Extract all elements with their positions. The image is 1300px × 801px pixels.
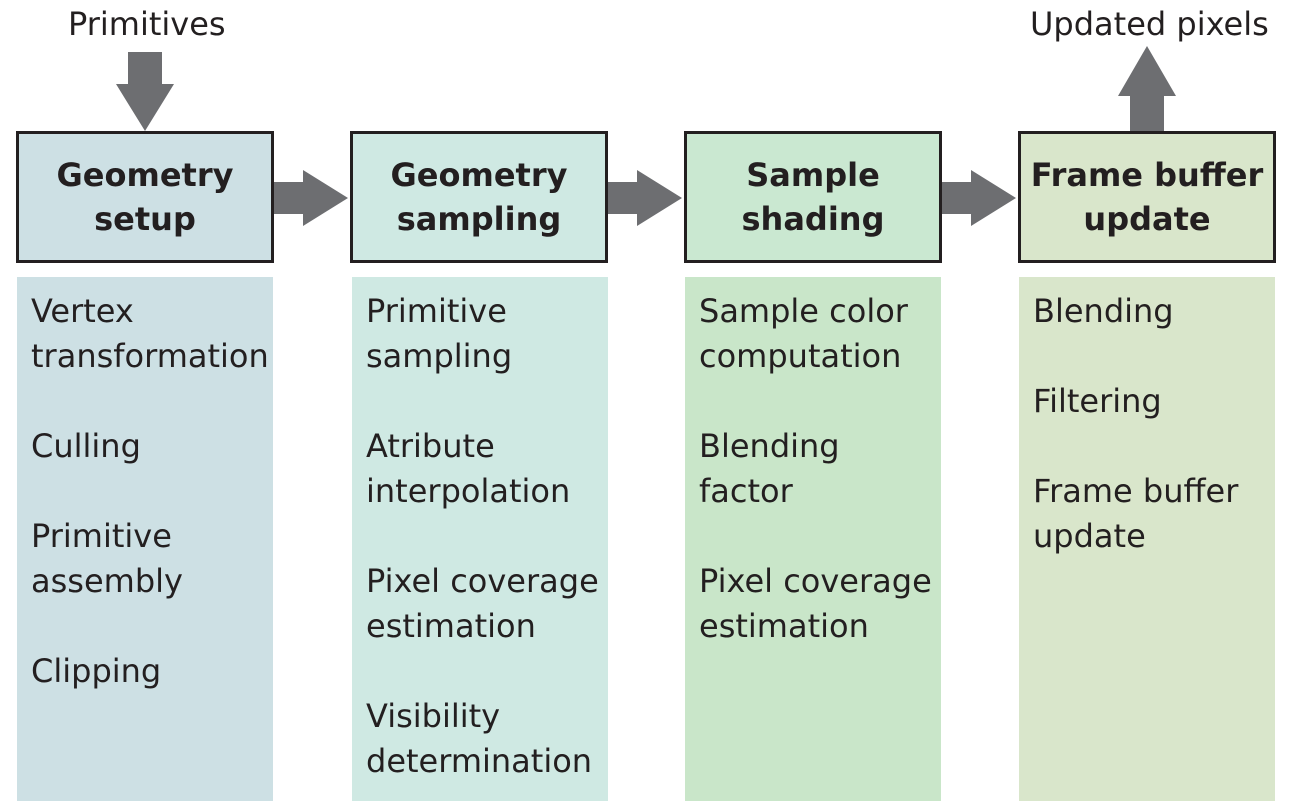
task-text: determination: [366, 742, 593, 780]
task-item: Atribute interpolation: [366, 424, 604, 514]
task-text: Atribute: [366, 427, 495, 465]
flow-arrow-3: [941, 170, 1016, 226]
task-text: Blending: [1033, 292, 1174, 330]
task-text: update: [1033, 517, 1146, 555]
task-text: Sample color: [699, 292, 908, 330]
stage-title-line: update: [1083, 200, 1211, 238]
task-text: Visibility: [366, 697, 501, 735]
stage-title-line: sampling: [396, 200, 562, 238]
task-text: Culling: [31, 427, 141, 465]
task-item: Blending: [1033, 289, 1271, 334]
task-text: Frame buffer: [1033, 472, 1239, 510]
task-text: Blending: [699, 427, 840, 465]
task-text: estimation: [366, 607, 536, 645]
task-item: Visibility determination: [366, 694, 604, 784]
task-text: Vertex: [31, 292, 134, 330]
task-text: interpolation: [366, 472, 571, 510]
stage-box: Sample shading: [684, 131, 942, 263]
task-item: Filtering: [1033, 379, 1271, 424]
task-panel: Primitive sampling Atribute interpolatio…: [352, 277, 608, 801]
task-item: Blending factor: [699, 424, 937, 514]
task-text: computation: [699, 337, 902, 375]
task-item: Pixel coverage estimation: [699, 559, 937, 649]
task-text: Pixel coverage: [366, 562, 599, 600]
stage-box: Frame buffer update: [1018, 131, 1276, 263]
task-text: sampling: [366, 337, 513, 375]
task-item: Frame buffer update: [1033, 469, 1271, 559]
task-item: Clipping: [31, 649, 269, 694]
task-text: estimation: [699, 607, 869, 645]
task-text: transformation: [31, 337, 269, 375]
stage-box: Geometry sampling: [350, 131, 608, 263]
task-panel: Sample color computation Blending factor…: [685, 277, 941, 801]
output-label: Updated pixels: [1030, 5, 1269, 43]
task-item: Primitive assembly: [31, 514, 269, 604]
stage-title-line: shading: [741, 200, 885, 238]
input-arrow: [116, 52, 174, 131]
task-text: Filtering: [1033, 382, 1162, 420]
task-text: assembly: [31, 562, 183, 600]
stage-title-line: Geometry: [56, 156, 234, 194]
stage-title-line: Sample: [746, 156, 880, 194]
task-item: Vertex transformation: [31, 289, 269, 379]
flow-arrow-1: [273, 170, 348, 226]
task-item: Culling: [31, 424, 269, 469]
task-item: Primitive sampling: [366, 289, 604, 379]
task-text: Clipping: [31, 652, 162, 690]
stage-box: Geometry setup: [16, 131, 274, 263]
task-panel: Vertex transformation Culling Primitive …: [17, 277, 273, 801]
task-item: Pixel coverage estimation: [366, 559, 604, 649]
task-text: factor: [699, 472, 793, 510]
flow-arrow-2: [607, 170, 682, 226]
task-text: Primitive: [31, 517, 172, 555]
stage-title-line: Geometry: [390, 156, 568, 194]
stage-title-line: setup: [94, 200, 196, 238]
output-arrow: [1118, 46, 1176, 132]
task-text: Primitive: [366, 292, 507, 330]
input-label: Primitives: [68, 5, 226, 43]
task-panel: Blending Filtering Frame buffer update: [1019, 277, 1275, 801]
stage-title-line: Frame buffer: [1030, 156, 1264, 194]
task-text: Pixel coverage: [699, 562, 932, 600]
task-item: Sample color computation: [699, 289, 937, 379]
